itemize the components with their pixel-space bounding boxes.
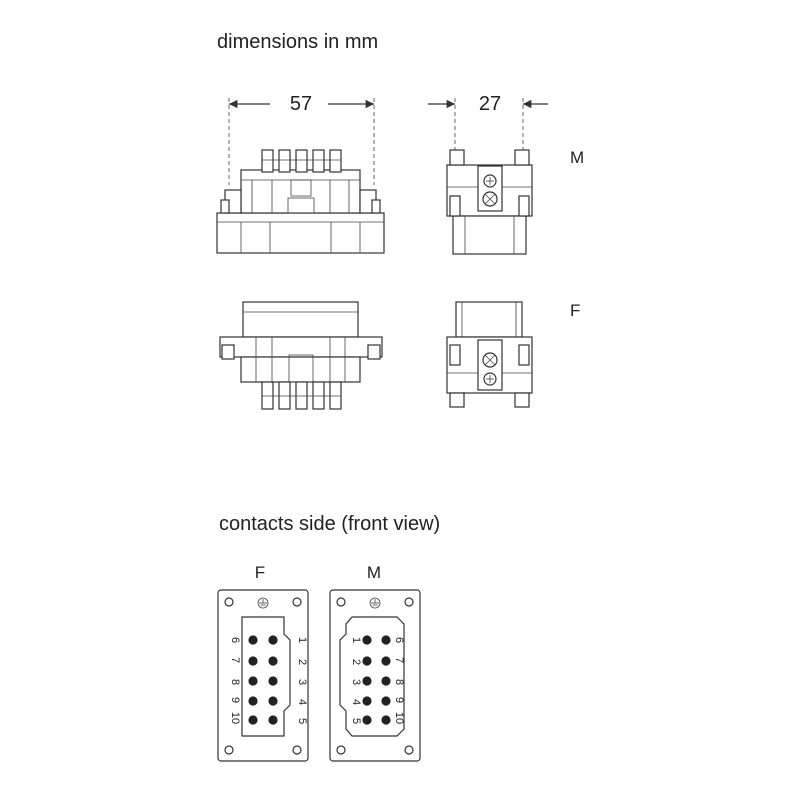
- contact-pin: [381, 696, 391, 706]
- pin-label: 7: [393, 657, 405, 663]
- pin-label: 1: [350, 637, 362, 643]
- contact-pin: [248, 696, 258, 706]
- male-front-view: [329, 589, 421, 762]
- pin-label: 5: [350, 718, 362, 724]
- contact-pin: [362, 635, 372, 645]
- contact-pin: [268, 676, 278, 686]
- female-insert-side-view: [219, 301, 383, 410]
- pin-label: 2: [296, 659, 308, 665]
- pin-label: 9: [229, 697, 241, 703]
- ground-symbol-icon: [257, 597, 269, 609]
- pin-label: 5: [296, 718, 308, 724]
- dimension-27-label: 27: [479, 93, 501, 115]
- pin-label: 8: [393, 679, 405, 685]
- female-pin-labels: 6 7 8 9 10 1 2 3 4 5: [229, 637, 308, 724]
- pin-label: 10: [393, 712, 405, 724]
- pin-label: 4: [350, 699, 362, 705]
- pin-label: 6: [393, 637, 405, 643]
- contact-pin: [248, 676, 258, 686]
- pin-label: 3: [350, 679, 362, 685]
- contacts-heading: contacts side (front view): [219, 513, 441, 535]
- pin-label: 1: [296, 637, 308, 643]
- contact-pin: [248, 656, 258, 666]
- female-front-view: [217, 589, 309, 762]
- contact-pin: [381, 676, 391, 686]
- dimension-57: 57: [228, 93, 375, 185]
- pin-label: 9: [393, 697, 405, 703]
- contact-pin: [381, 635, 391, 645]
- pin-label: 8: [229, 679, 241, 685]
- contact-pin: [268, 696, 278, 706]
- contact-pin: [362, 715, 372, 725]
- male-side-label: M: [570, 148, 584, 167]
- dimension-57-label: 57: [290, 93, 312, 115]
- male-front-label: M: [367, 563, 381, 582]
- contact-pin: [381, 656, 391, 666]
- pin-label: 6: [229, 637, 241, 643]
- male-pin-labels: 1 2 3 4 5 6 7 8 9 10: [350, 637, 405, 724]
- male-insert-side-view: [216, 149, 385, 254]
- pin-label: 10: [229, 712, 241, 724]
- female-side-label: F: [570, 301, 580, 320]
- contact-pin: [248, 635, 258, 645]
- contact-pin: [381, 715, 391, 725]
- contact-pin: [362, 696, 372, 706]
- contact-pin: [268, 635, 278, 645]
- pin-label: 7: [229, 657, 241, 663]
- male-insert-end-view: [446, 149, 533, 255]
- ground-symbol-icon: [369, 597, 381, 609]
- contact-pin: [268, 715, 278, 725]
- pin-label: 3: [296, 679, 308, 685]
- female-front-label: F: [255, 563, 265, 582]
- contact-pin: [248, 715, 258, 725]
- contact-pin: [362, 656, 372, 666]
- female-insert-end-view: [446, 301, 533, 408]
- dimension-27: 27: [428, 93, 548, 150]
- contact-pin: [268, 656, 278, 666]
- pin-label: 4: [296, 699, 308, 705]
- dimensions-heading: dimensions in mm: [217, 31, 379, 53]
- contact-pin: [362, 676, 372, 686]
- pin-label: 2: [350, 659, 362, 665]
